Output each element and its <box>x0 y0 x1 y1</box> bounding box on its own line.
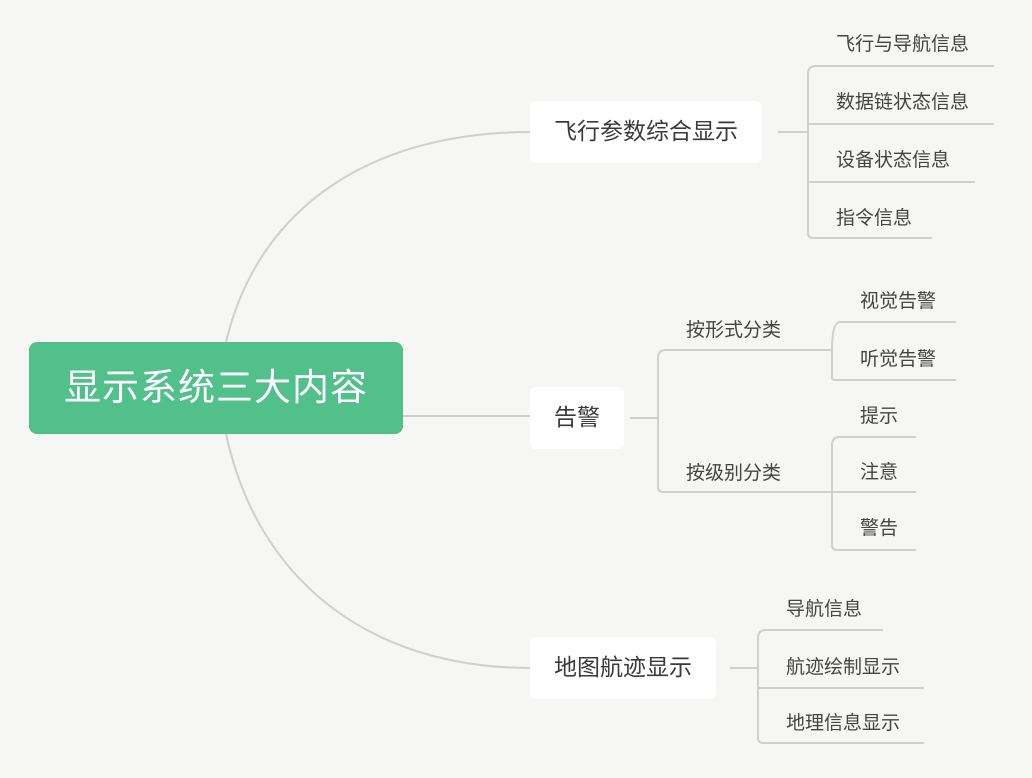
leaf-node[interactable]: 数据链状态信息 <box>836 91 970 113</box>
leaf-node[interactable]: 警告 <box>860 517 899 539</box>
root-node[interactable]: 显示系统三大内容 <box>29 342 403 434</box>
leaf-node[interactable]: 飞行与导航信息 <box>836 33 970 55</box>
leaf-node[interactable]: 航迹绘制显示 <box>786 656 901 678</box>
leaf-node[interactable]: 地理信息显示 <box>786 712 901 734</box>
leaf-node[interactable]: 指令信息 <box>836 207 913 229</box>
branch-node-alarm[interactable]: 告警 <box>530 387 624 449</box>
leaf-node[interactable]: 导航信息 <box>786 598 863 620</box>
branch-node-map-track[interactable]: 地图航迹显示 <box>530 637 716 699</box>
leaf-node[interactable]: 注意 <box>860 461 899 483</box>
leaf-node[interactable]: 视觉告警 <box>860 290 937 312</box>
leaf-node[interactable]: 听觉告警 <box>860 348 937 370</box>
leaf-node[interactable]: 提示 <box>860 405 899 427</box>
group-node-by-form[interactable]: 按形式分类 <box>686 319 782 341</box>
group-node-by-level[interactable]: 按级别分类 <box>686 462 782 484</box>
leaf-node[interactable]: 设备状态信息 <box>836 149 951 171</box>
branch-node-flight-params[interactable]: 飞行参数综合显示 <box>530 101 762 163</box>
